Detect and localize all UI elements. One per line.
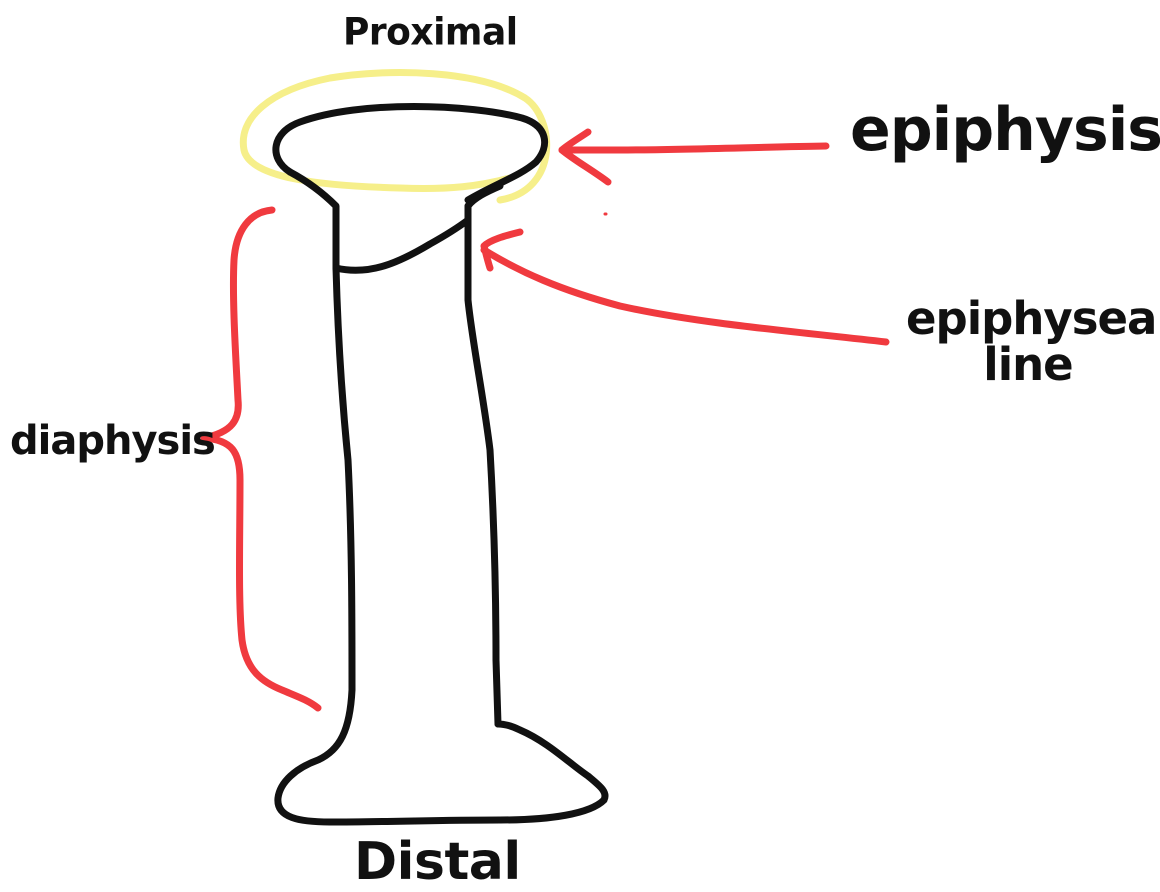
epiphysis-label: epiphysis <box>850 100 1160 160</box>
distal-label: Distal <box>354 836 521 888</box>
annotations <box>204 132 886 708</box>
epiphyseal-arrow-shaft <box>484 250 886 342</box>
right-shaft <box>468 206 498 724</box>
epiphysis-arrowhead <box>562 132 608 182</box>
epiphysis-arrow-shaft <box>562 146 826 150</box>
epiphyseal-line-label-line2: line <box>906 342 1150 388</box>
proximal-label: Proximal <box>343 14 518 52</box>
left-shaft <box>278 268 352 822</box>
diaphysis-label: diaphysis <box>10 421 215 461</box>
epiphyseal-line-curve <box>336 220 468 270</box>
epiphyseal-line-label-line1: epiphyseal <box>906 296 1150 342</box>
distal-epiphysis-base <box>330 724 605 822</box>
diaphysis-bracket <box>204 210 318 708</box>
epiphyseal-line-label: epiphyseal line <box>906 296 1150 388</box>
bone-outline <box>276 107 605 823</box>
